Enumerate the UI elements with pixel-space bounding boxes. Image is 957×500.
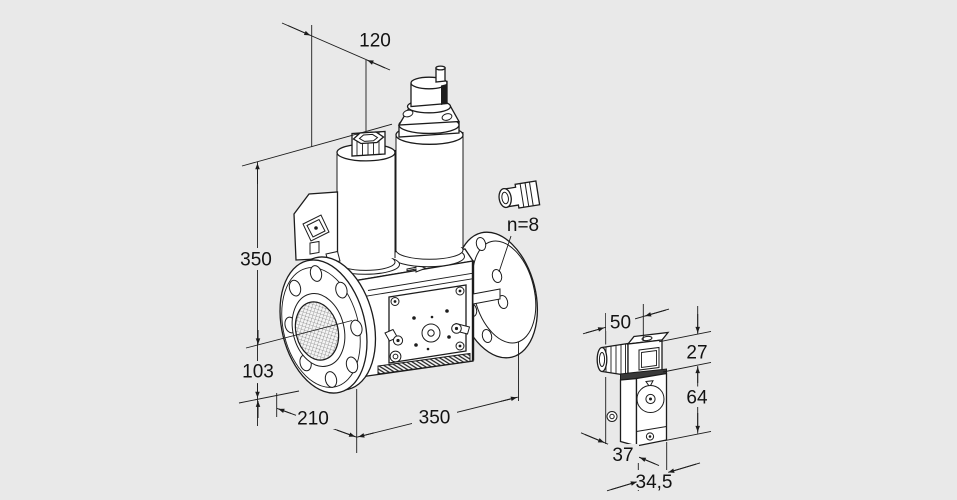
dim-label-height: 350 — [240, 250, 272, 271]
flange-bolt-count-label: n=8 — [507, 215, 539, 236]
flange-tab — [472, 288, 501, 305]
test-nipples — [384, 322, 471, 363]
connector-box — [626, 331, 670, 380]
dim-label-length: 350 — [419, 408, 451, 429]
dim-label-width: 50 — [610, 313, 631, 334]
left-flange — [245, 256, 377, 394]
dim-label-depth: 210 — [297, 409, 329, 430]
dim-label-top-offset: 120 — [359, 31, 391, 52]
flow-direction-arrow — [406, 263, 427, 273]
cable-gland — [596, 342, 629, 377]
right-solenoid-actuator — [391, 65, 465, 268]
dimension-50: 50 — [582, 304, 670, 444]
dimension-34-5: 34,5 — [606, 442, 701, 493]
dimension-103: 103 — [240, 330, 276, 418]
body-hatch-strip — [377, 352, 471, 375]
dim-label-connector-height: 27 — [686, 343, 707, 364]
flange-bolt-plug-icon: n=8 — [498, 180, 541, 273]
terminal-box — [293, 191, 341, 265]
knurled-cap — [351, 130, 386, 157]
dim-label-body-height: 64 — [686, 388, 708, 409]
dimension-350-height: 350 — [238, 123, 393, 426]
dimension-37: 37 — [580, 432, 660, 491]
dim-label-side-depth: 37 — [612, 445, 633, 466]
dimension-350-length: 350 — [356, 342, 519, 438]
dimension-120: 120 — [281, 22, 391, 147]
valve-actuator-plate — [388, 284, 467, 364]
dimension-27-64: 27 64 — [658, 306, 712, 442]
left-solenoid-actuator — [330, 130, 400, 275]
dim-label-front-width: 34,5 — [636, 472, 673, 493]
side-view-part: 50 27 64 37 — [580, 304, 712, 493]
switch-body — [606, 372, 668, 447]
dimension-210: 210 — [276, 389, 358, 453]
dial-pointer — [645, 380, 654, 388]
inlet-screen — [294, 301, 340, 361]
right-flange — [454, 231, 539, 359]
dim-label-axis-height: 103 — [242, 362, 274, 383]
